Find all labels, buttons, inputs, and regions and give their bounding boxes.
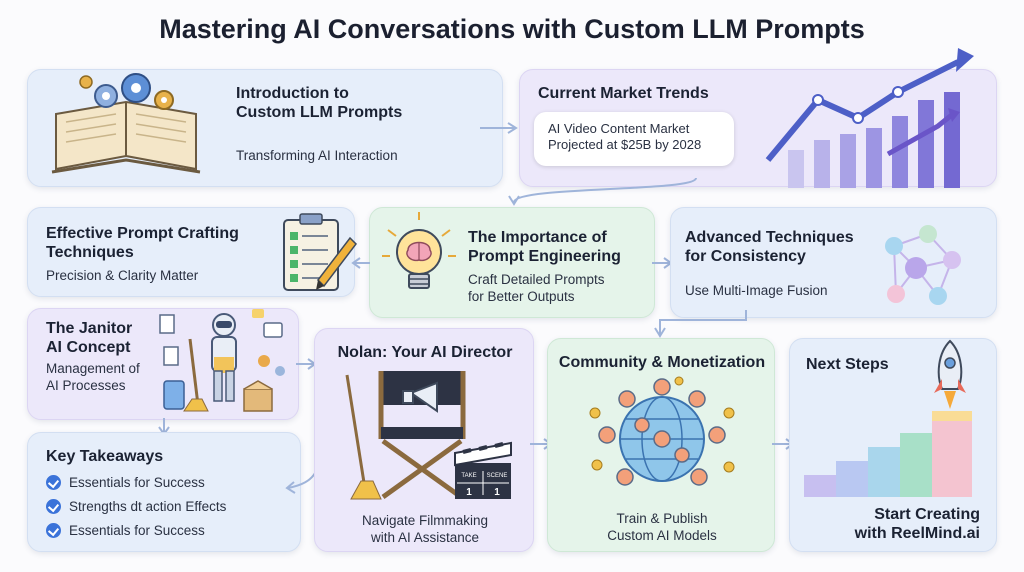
crafting-heading: Effective Prompt Crafting Techniques (46, 225, 239, 262)
community-subtitle: Train & Publish Custom AI Models (607, 511, 717, 543)
rocket-stairs-icon (804, 339, 972, 497)
takeaway-item-text: Strengths dt action Effects (69, 499, 227, 514)
takeaway-item-text: Essentials for Success (69, 475, 205, 490)
next-heading: Next Steps (806, 356, 889, 373)
clapper-scene-label: SCENE (487, 473, 508, 479)
intro-card: Introduction to Custom LLM Prompts Trans… (27, 69, 503, 187)
advanced-subtitle: Use Multi-Image Fusion (685, 283, 828, 298)
importance-heading: The Importance of Prompt Engineering (468, 229, 621, 266)
growth-chart-icon (765, 48, 974, 188)
checklist-clipboard-icon (283, 213, 357, 291)
directors-chair-icon: TAKE SCENE 1 1 (345, 371, 512, 500)
market-heading: Current Market Trends (538, 85, 709, 102)
globe-network-icon (589, 376, 735, 486)
lightbulb-brain-icon (382, 212, 456, 289)
takeaway-item-text: Essentials for Success (69, 523, 205, 538)
janitor-card: The Janitor AI Concept Management of AI … (27, 308, 299, 420)
nolan-subtitle: Navigate Filmmaking with AI Assistance (361, 513, 489, 545)
market-trends-card: Current Market Trends AI Video Content M… (519, 48, 997, 188)
arrow-advanced-to-community (654, 310, 747, 338)
advanced-heading: Advanced Techniques for Consistency (685, 229, 854, 266)
clapper-take-label: TAKE (461, 473, 476, 479)
next-steps-card: Next Steps Start Creating with ReelMind.… (789, 338, 997, 552)
arrow-market-to-importance (508, 177, 697, 206)
takeaway-item: Essentials for Success (46, 474, 205, 492)
prompt-crafting-card: Effective Prompt Crafting Techniques Pre… (27, 207, 357, 297)
check-circle-icon (46, 498, 61, 514)
advanced-techniques-card: Advanced Techniques for Consistency Use … (670, 207, 997, 318)
network-nodes-icon (885, 225, 961, 305)
next-cta[interactable]: Start Creating with ReelMind.ai (854, 506, 980, 543)
open-book-gears-icon (51, 73, 201, 174)
community-heading: Community & Monetization (558, 354, 766, 371)
janitor-subtitle: Management of AI Processes (46, 361, 140, 393)
arrow-intro-to-market (480, 122, 518, 134)
check-circle-icon (46, 474, 61, 490)
janitor-heading: The Janitor AI Concept (46, 320, 133, 357)
market-callout-text: AI Video Content Market Projected at $25… (548, 121, 702, 153)
nolan-card: Nolan: Your AI Director TAKE SCENE 1 1 N… (314, 328, 534, 552)
importance-subtitle: Craft Detailed Prompts for Better Output… (468, 272, 605, 304)
arrow-importance-to-crafting (351, 257, 370, 269)
clapper-scene-number: 1 (494, 487, 500, 498)
takeaways-heading: Key Takeaways (46, 448, 164, 465)
crafting-subtitle: Precision & Clarity Matter (46, 268, 199, 283)
intro-subtitle: Transforming AI Interaction (236, 148, 398, 163)
market-callout: AI Video Content Market Projected at $25… (534, 112, 734, 166)
page-title: Mastering AI Conversations with Custom L… (159, 14, 865, 44)
clapper-take-number: 1 (466, 487, 472, 498)
takeaway-item: Essentials for Success (46, 522, 205, 540)
nolan-heading: Nolan: Your AI Director (337, 344, 513, 361)
check-circle-icon (46, 522, 61, 538)
key-takeaways-card: Key Takeaways Essentials for Success Str… (27, 432, 301, 552)
takeaway-item: Strengths dt action Effects (46, 498, 227, 516)
prompt-engineering-card: The Importance of Prompt Engineering Cra… (369, 207, 655, 318)
janitor-robot-icon (159, 309, 285, 412)
intro-heading: Introduction to Custom LLM Prompts (236, 85, 403, 122)
community-card: Community & Monetization Train & Publish… (547, 338, 775, 552)
